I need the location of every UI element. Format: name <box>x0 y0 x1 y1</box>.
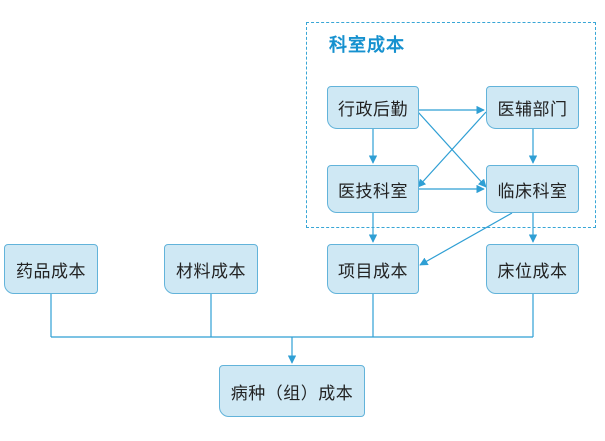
node-material-cost-label: 材料成本 <box>176 261 246 282</box>
department-cost-group-frame <box>306 22 596 228</box>
node-bed-cost-label: 床位成本 <box>497 261 568 282</box>
node-disease-cost: 病种（组）成本 <box>219 365 365 417</box>
edge-clinical-to-project <box>419 212 513 266</box>
node-clinical: 临床科室 <box>486 165 579 213</box>
node-drug-cost: 药品成本 <box>4 244 98 294</box>
node-clinical-label: 临床科室 <box>497 181 568 202</box>
node-medical-tech: 医技科室 <box>327 165 419 213</box>
node-medical-tech-label: 医技科室 <box>338 181 408 202</box>
node-medical-aux-label: 医辅部门 <box>497 100 568 120</box>
edge-medical-aux-to-medical-tech <box>417 111 487 188</box>
node-disease-cost-label: 病种（组）成本 <box>230 383 354 404</box>
node-project-cost: 项目成本 <box>327 244 419 294</box>
node-medical-aux: 医辅部门 <box>486 86 579 129</box>
node-material-cost: 材料成本 <box>164 244 258 294</box>
node-bed-cost: 床位成本 <box>486 244 579 294</box>
node-admin: 行政后勤 <box>327 86 419 129</box>
node-project-cost-label: 项目成本 <box>338 261 408 282</box>
node-drug-cost-label: 药品成本 <box>16 261 86 282</box>
department-cost-group-title: 科室成本 <box>329 35 405 56</box>
node-admin-label: 行政后勤 <box>338 100 408 120</box>
